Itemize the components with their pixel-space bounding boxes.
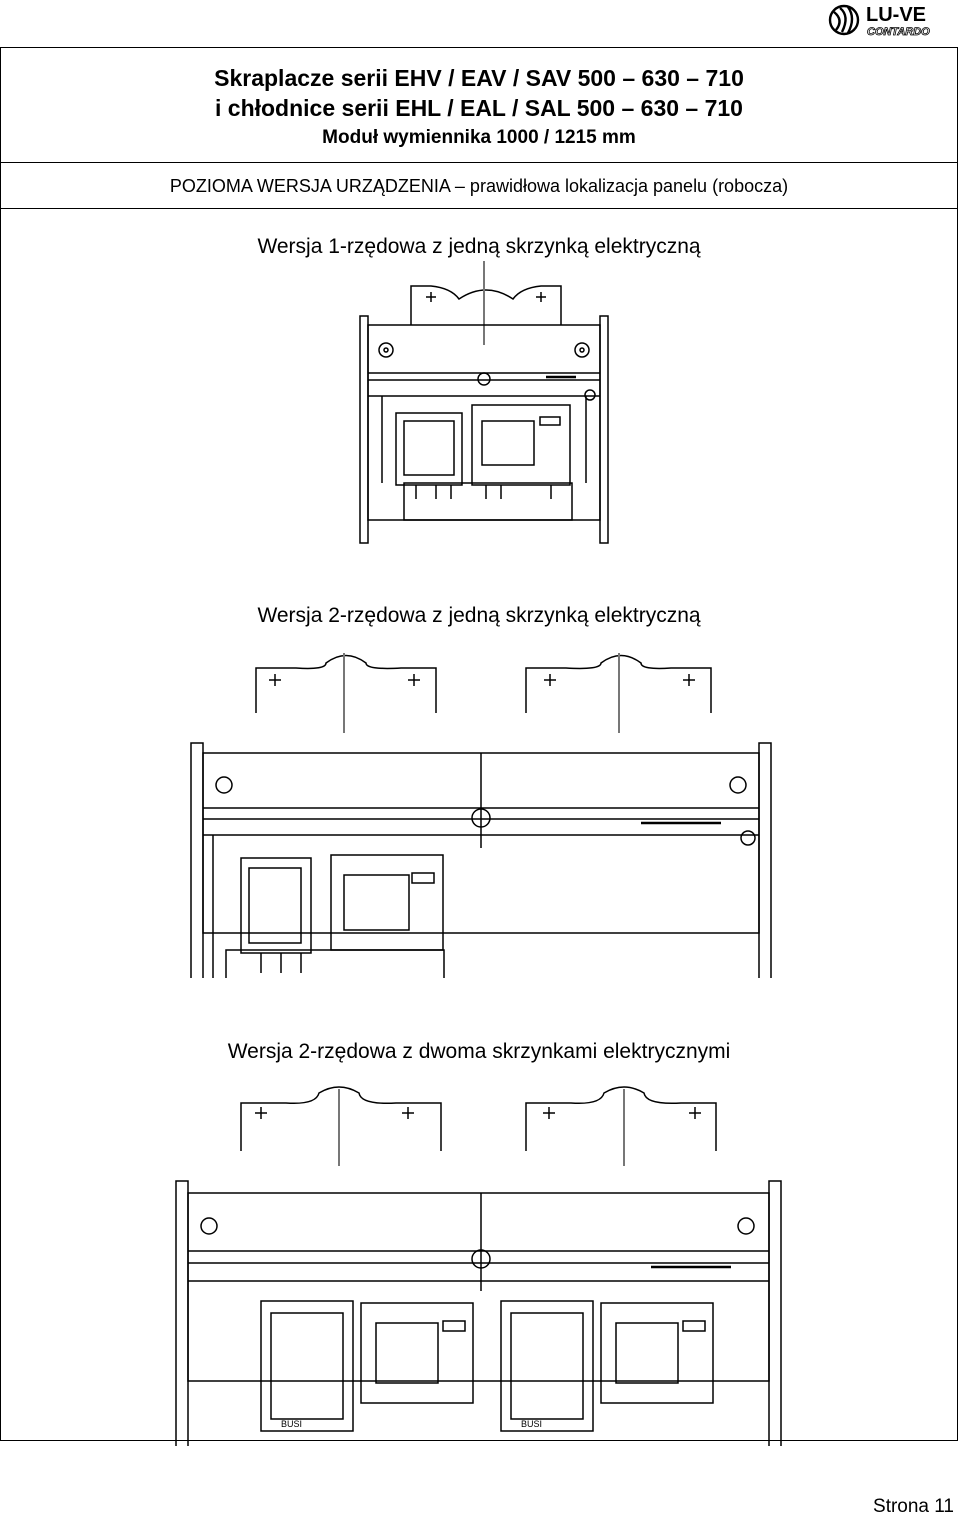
electrical-box-1: BUSI — [260, 1300, 354, 1432]
electrical-box-left — [240, 857, 312, 973]
fan-housings — [240, 1086, 717, 1166]
electrical-box-4 — [600, 1302, 714, 1404]
electrical-box-right — [225, 854, 445, 978]
title-line-2: i chłodnice serii EHL / EAL / SAL 500 – … — [215, 95, 743, 121]
logo-brand: LU-VE — [866, 4, 926, 26]
subheader-part-2: – prawidłowa lokalizacja panelu (robocza… — [449, 176, 789, 196]
title-block: Skraplacze serii EHV / EAV / SAV 500 – 6… — [1, 48, 957, 163]
logo-sub: CONTARDO — [867, 26, 930, 38]
figure-1-caption: Wersja 1-rzędowa z jedną skrzynką elektr… — [257, 235, 701, 258]
unit-frame — [359, 315, 609, 544]
electrical-box-3: BUSI — [500, 1300, 594, 1432]
fan-housing — [410, 261, 562, 345]
title-line-3: Moduł wymiennika 1000 / 1215 mm — [322, 127, 636, 148]
electrical-box-right — [471, 404, 571, 499]
unit-frame — [175, 1180, 782, 1446]
electrical-box-2 — [360, 1302, 474, 1404]
title-line-1: Skraplacze serii EHV / EAV / SAV 500 – 6… — [214, 65, 744, 91]
logo-swirl-icon — [828, 4, 860, 36]
page-number: Strona 11 — [873, 1496, 954, 1517]
figure-2-drawing — [190, 653, 772, 978]
figure-3-caption: Wersja 2-rzędowa z dwoma skrzynkami elek… — [227, 1040, 731, 1063]
page-frame: Skraplacze serii EHV / EAV / SAV 500 – 6… — [0, 47, 958, 1446]
fan-housings — [255, 653, 712, 733]
subheader: POZIOMA WERSJA URZĄDZENIA – prawidłowa l… — [1, 163, 957, 209]
box-3-label: BUSI — [521, 1419, 542, 1429]
lu-ve-contardo-logo: LU-VE CONTARDO — [828, 4, 931, 38]
unit-frame — [190, 742, 772, 978]
figure-3-drawing: BUSI BUSI — [175, 1086, 782, 1446]
figure-1-drawing — [359, 261, 609, 544]
subheader-part-1: POZIOMA WERSJA URZĄDZENIA — [169, 176, 450, 196]
figure-2-caption: Wersja 2-rzędowa z jedną skrzynką elektr… — [257, 604, 701, 627]
box-1-label: BUSI — [281, 1419, 302, 1429]
electrical-box-left — [395, 412, 463, 499]
